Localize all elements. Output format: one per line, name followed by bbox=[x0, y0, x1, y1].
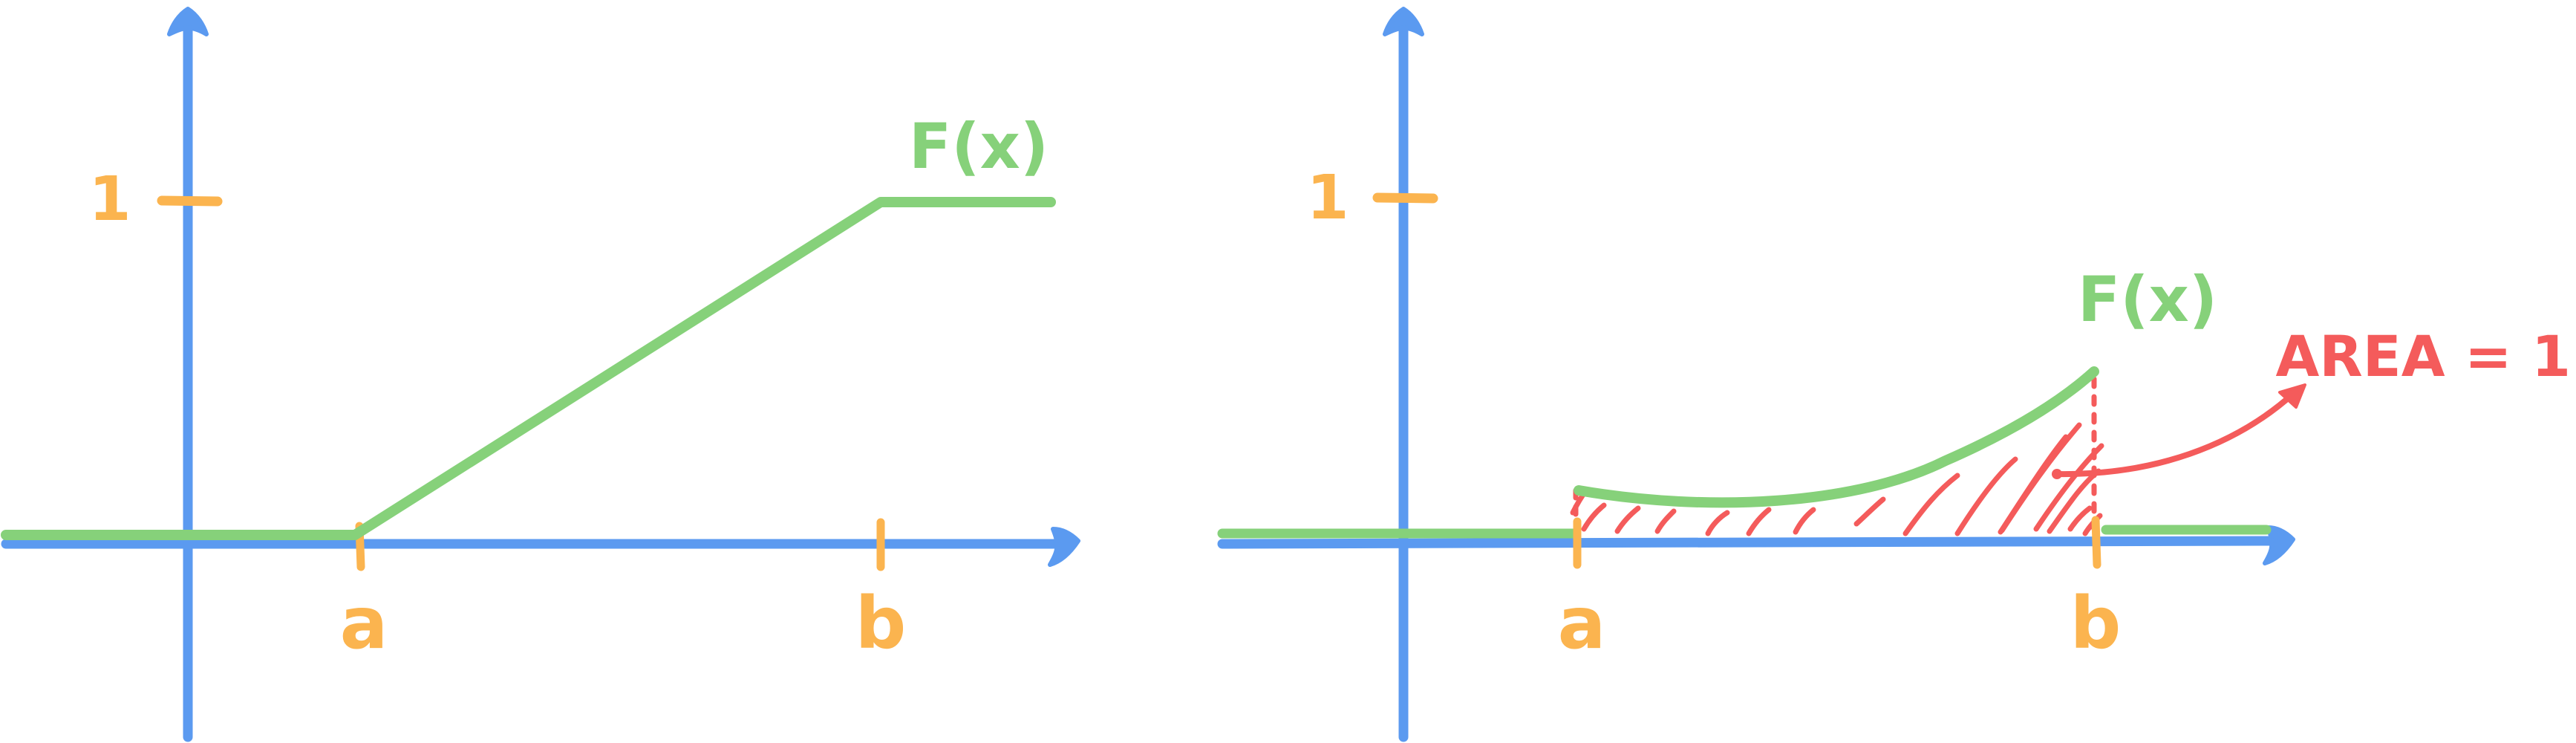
left-plot: 1 a b F(x) bbox=[1, 7, 1080, 742]
right-x-tick-label-a: a bbox=[1558, 582, 1606, 665]
left-curve-label: F(x) bbox=[909, 110, 1049, 183]
right-y-tick-label: 1 bbox=[1306, 163, 1349, 233]
left-x-tick-label-b: b bbox=[855, 582, 907, 665]
left-x-axis bbox=[1, 527, 1080, 567]
left-y-axis-arrowhead bbox=[167, 7, 209, 36]
left-cdf-curve bbox=[1, 197, 1056, 540]
right-x-tick-label-b: b bbox=[2070, 582, 2122, 665]
right-density-curve bbox=[1574, 366, 2099, 508]
right-curve-label: F(x) bbox=[2078, 263, 2217, 336]
right-plot: F(x) 1 a b AREA = 1 bbox=[1217, 7, 2571, 742]
left-x-tick-label-a: a bbox=[340, 582, 388, 665]
area-annotation-arrow bbox=[2052, 383, 2306, 479]
area-annotation-label: AREA = 1 bbox=[2275, 323, 2571, 389]
right-x-axis-arrowhead bbox=[2263, 525, 2295, 565]
left-x-axis-arrowhead bbox=[1048, 527, 1080, 567]
shaded-area-hatching bbox=[1570, 422, 2104, 536]
left-y-tick-label: 1 bbox=[88, 164, 131, 235]
right-x-tick-b bbox=[2091, 516, 2101, 569]
right-y-axis-arrowhead bbox=[1383, 7, 1424, 36]
right-y-axis bbox=[1383, 7, 1424, 742]
left-y-axis bbox=[167, 7, 209, 742]
